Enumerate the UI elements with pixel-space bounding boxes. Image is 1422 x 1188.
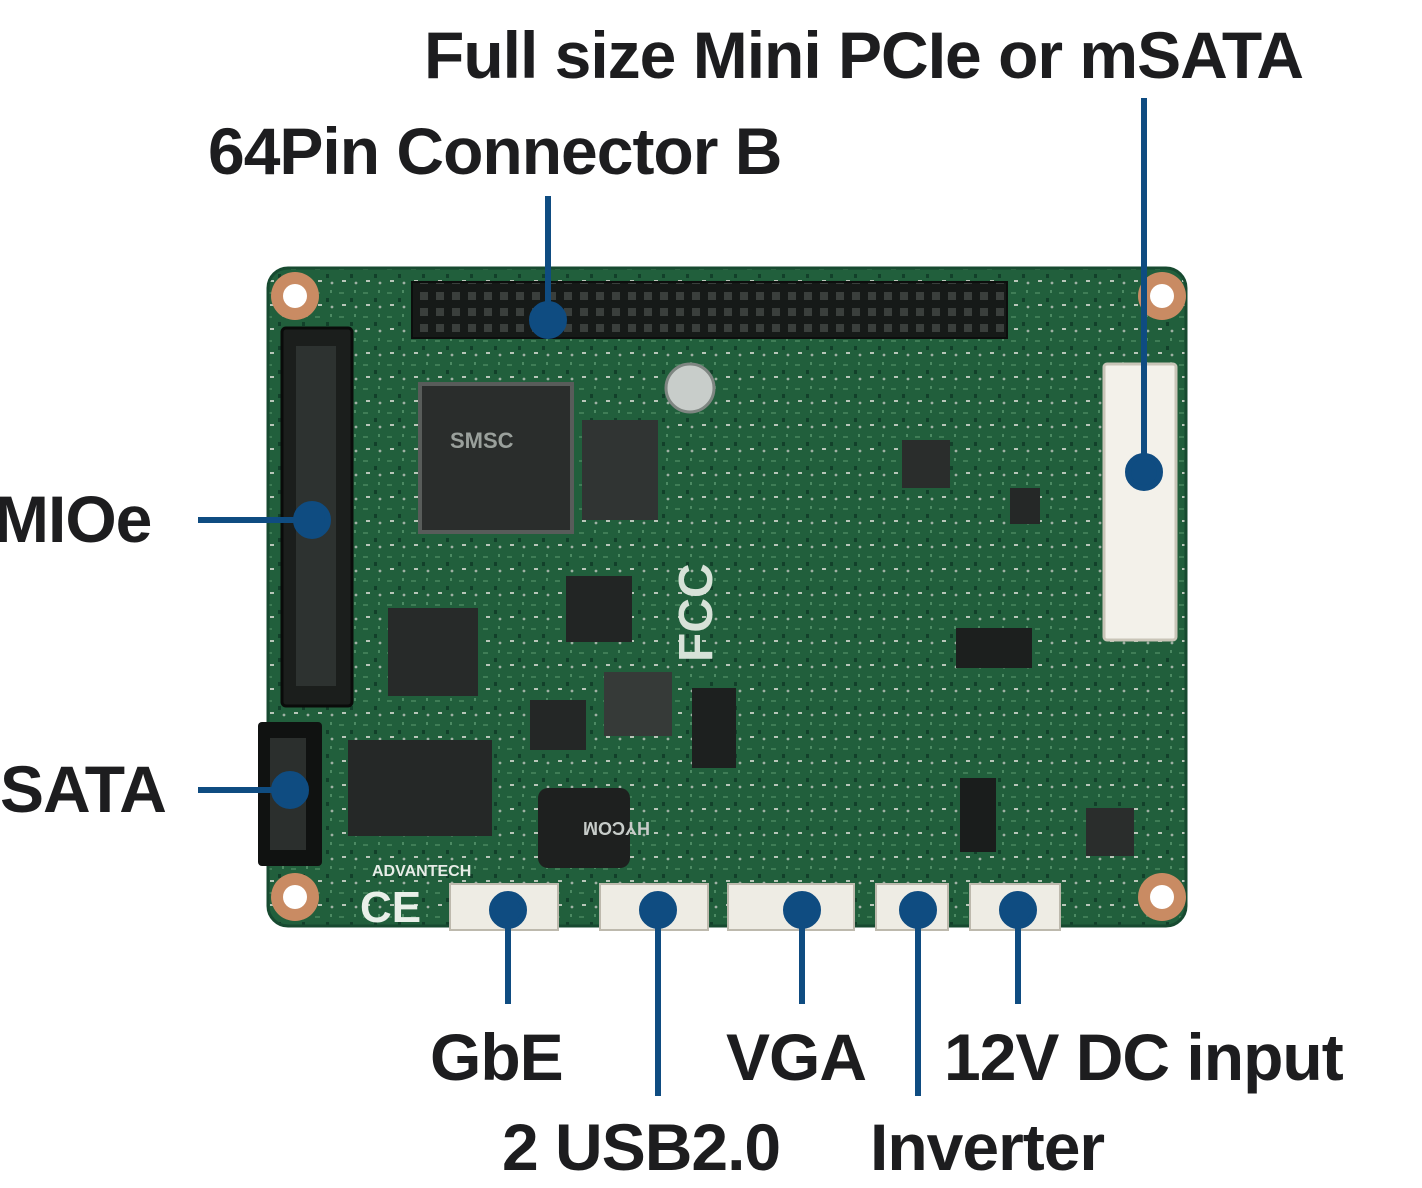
pin-header-connector-b [411,281,1008,339]
brand-mark: ADVANTECH [372,863,471,880]
mini-pcie-slot [1102,362,1178,642]
chip-marking-smsc: SMSC [450,428,514,453]
label-inverter: Inverter [870,1110,1105,1184]
label-usb: 2 USB2.0 [502,1110,781,1184]
chips [348,362,1134,868]
label-mini-pcie: Full size Mini PCIe or mSATA [424,18,1304,92]
callouts [198,98,1163,1096]
label-sata: SATA [0,752,167,826]
mounting-holes [271,272,1186,921]
chip-marking-hycom: HYCOM [583,818,650,838]
label-mioe: MIOe [0,482,152,556]
label-vga: VGA [726,1020,867,1094]
fcc-mark: FCC [670,563,723,662]
ce-mark: CE [360,883,421,932]
label-dc-input: 12V DC input [944,1020,1344,1094]
label-connector-b: 64Pin Connector B [208,114,782,188]
label-gbe: GbE [430,1020,564,1094]
